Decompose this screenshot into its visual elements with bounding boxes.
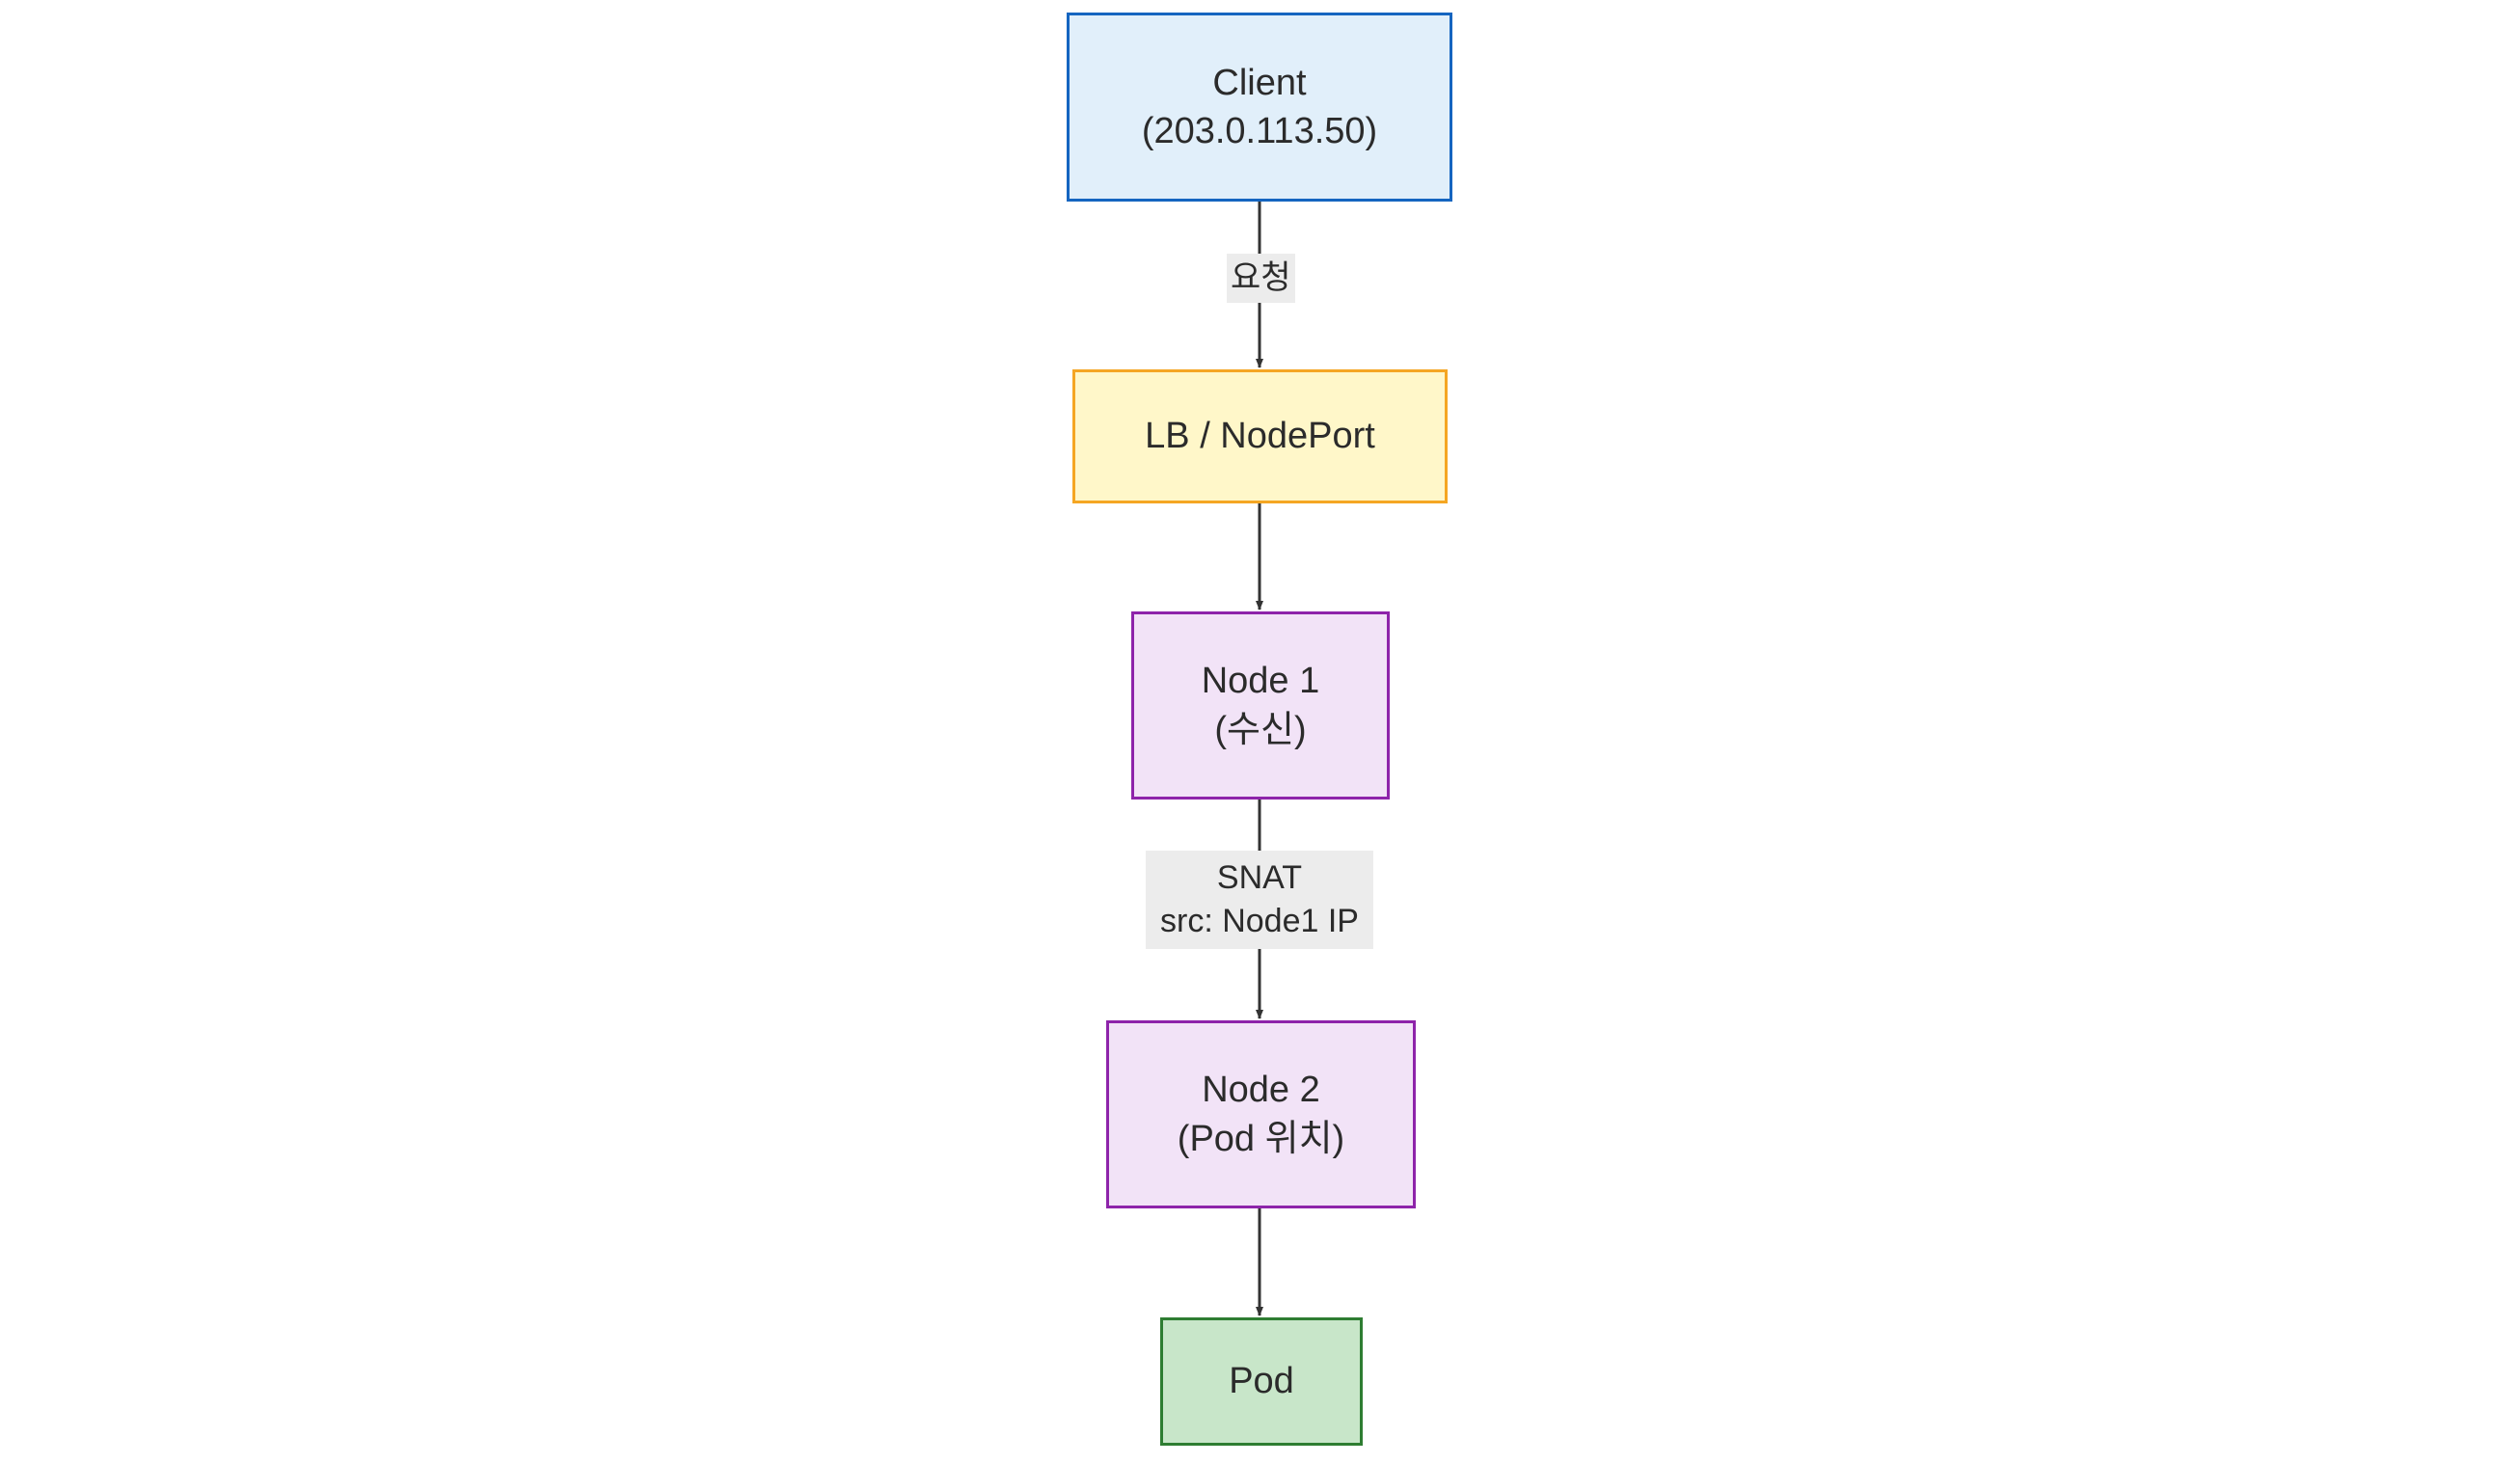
pod-node[interactable]: Pod bbox=[1160, 1317, 1363, 1446]
edge-client-to-lb-label: 요청 bbox=[1227, 254, 1295, 303]
node-2-node[interactable]: Node 2 (Pod 위치) bbox=[1106, 1020, 1416, 1208]
edge-client-to-lb-label-line-0: 요청 bbox=[1231, 259, 1291, 296]
edge-node1-to-node2-label-line-1: src: Node1 IP bbox=[1160, 903, 1359, 939]
node-2-node-line-1: (Pod 위치) bbox=[1177, 1118, 1345, 1159]
lb-nodeport-node-line-0: LB / NodePort bbox=[1145, 416, 1375, 457]
node-1-node[interactable]: Node 1 (수신) bbox=[1131, 611, 1390, 800]
lb-nodeport-node[interactable]: LB / NodePort bbox=[1072, 369, 1448, 503]
edge-node1-to-node2-label: SNAT src: Node1 IP bbox=[1146, 851, 1373, 949]
client-node-line-0: Client bbox=[1212, 62, 1307, 103]
client-node-line-1: (203.0.113.50) bbox=[1141, 111, 1378, 151]
node-2-node-line-0: Node 2 bbox=[1202, 1070, 1320, 1111]
node-1-node-line-0: Node 1 bbox=[1201, 661, 1320, 702]
edge-node1-to-node2-label-line-0: SNAT bbox=[1216, 859, 1303, 897]
node-1-node-line-1: (수신) bbox=[1214, 709, 1307, 750]
pod-node-line-0: Pod bbox=[1229, 1361, 1294, 1402]
client-node[interactable]: Client (203.0.113.50) bbox=[1067, 13, 1452, 202]
